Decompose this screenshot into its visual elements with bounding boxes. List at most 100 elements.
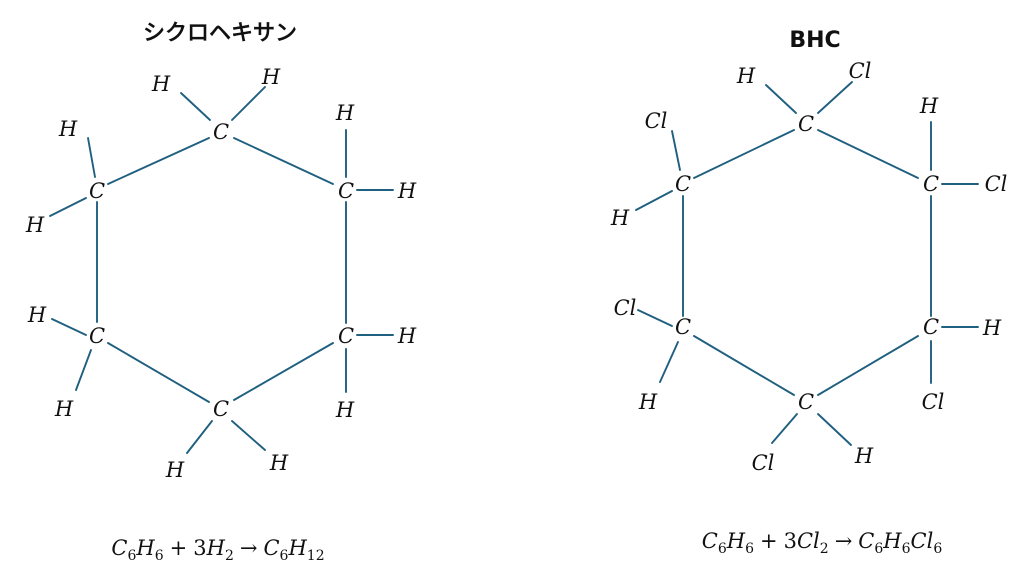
substituent-bond (637, 309, 673, 327)
eq-symbol: C (263, 536, 279, 560)
eq-arrow: → (835, 529, 853, 553)
chlorine-atom: Cl (645, 109, 668, 133)
hydrogen-atom: H (335, 398, 355, 422)
eq-subscript: 6 (127, 548, 136, 564)
ch-bond (231, 420, 266, 451)
ch-bond (186, 420, 213, 454)
cyclohexane-ring-bonds (96, 137, 347, 403)
carbon-atom: C (923, 315, 939, 339)
ring-bond (817, 335, 919, 396)
eq-subscript: 2 (225, 548, 234, 564)
hydrogen-atom: H (854, 444, 874, 468)
ring-bond (107, 137, 210, 185)
ring-bond (233, 137, 334, 185)
bhc-panel: BHC C C C (610, 28, 1008, 557)
carbon-atom: C (89, 324, 105, 348)
eq-symbol: Cl (797, 529, 820, 553)
substituent-bond (671, 130, 681, 171)
cyclohexane-equation: C6H6+3H2→C6H12 (111, 536, 324, 564)
eq-symbol: H (206, 536, 226, 560)
bhc-atoms: C C C C C C H Cl H Cl Cl H Cl H H Cl Cl … (610, 59, 1008, 475)
bhc-equation: C6H6+3Cl2→C6H6Cl6 (702, 529, 943, 557)
eq-arrow: → (240, 536, 258, 560)
eq-symbol: H (726, 529, 746, 553)
eq-symbol: H (882, 529, 902, 553)
eq-subscript: 12 (307, 548, 325, 564)
eq-subscript: 6 (155, 548, 164, 564)
hydrogen-atom: H (25, 213, 45, 237)
ch-bond (49, 197, 87, 217)
eq-plus: + (170, 536, 188, 560)
hydrogen-atom: H (397, 179, 417, 203)
chlorine-atom: Cl (752, 451, 775, 475)
hydrogen-atom: H (610, 206, 630, 230)
eq-subscript: 6 (874, 541, 883, 557)
hydrogen-atom: H (165, 458, 185, 482)
hydrogen-atom: H (982, 316, 1002, 340)
carbon-atom: C (338, 179, 354, 203)
carbon-atom: C (338, 324, 354, 348)
chlorine-atom: Cl (985, 172, 1008, 196)
carbon-atom: C (89, 179, 105, 203)
chlorine-atom: Cl (614, 296, 637, 320)
eq-subscript: 6 (280, 548, 289, 564)
ch-bond (87, 137, 96, 178)
cyclohexane-panel: シクロヘキサン C C C (25, 21, 417, 564)
hydrogen-atom: H (27, 303, 47, 327)
eq-symbol: C (702, 529, 718, 553)
hydrogen-atom: H (638, 390, 658, 414)
cyclohexane-title: シクロヘキサン (143, 21, 297, 46)
eq-subscript: 6 (933, 541, 942, 557)
ring-bond (693, 335, 795, 396)
substituent-bond (817, 81, 853, 114)
bhc-ring-bonds (682, 129, 932, 396)
substituent-bond (765, 84, 797, 114)
ch-bond (51, 318, 87, 336)
carbon-atom: C (798, 112, 814, 136)
eq-symbol: H (135, 536, 155, 560)
hydrogen-atom: H (736, 64, 756, 88)
hydrogen-atom: H (58, 117, 78, 141)
hydrogen-atom: H (261, 65, 281, 89)
hydrogen-atom: H (54, 397, 74, 421)
eq-subscript: 6 (718, 541, 727, 557)
carbon-atom: C (213, 120, 229, 144)
cyclohexane-atoms: C C C C C C H H H H H H H H H H H H (25, 65, 417, 482)
ch-bond (231, 86, 266, 121)
eq-symbol: C (858, 529, 874, 553)
eq-coefficient: 3 (784, 529, 797, 553)
bhc-substituent-bonds (635, 81, 979, 446)
ch-bond (180, 92, 211, 121)
eq-coefficient: 3 (193, 536, 206, 560)
eq-plus: + (760, 529, 778, 553)
ch-bond (75, 349, 92, 391)
hydrogen-atom: H (269, 451, 289, 475)
eq-subscript: 6 (745, 541, 754, 557)
carbon-atom: C (923, 172, 939, 196)
eq-subscript: 6 (902, 541, 911, 557)
substituent-bond (635, 190, 673, 211)
carbon-atom: C (675, 172, 691, 196)
eq-symbol: H (287, 536, 307, 560)
carbon-atom: C (213, 397, 229, 421)
eq-symbol: C (111, 536, 127, 560)
ring-bond (233, 342, 334, 401)
carbon-atom: C (798, 390, 814, 414)
hydrogen-atom: H (151, 72, 171, 96)
hydrogen-atom: H (397, 324, 417, 348)
substituent-bond (771, 413, 798, 444)
carbon-atom: C (675, 315, 691, 339)
ring-bond (107, 342, 210, 403)
hydrogen-atom: H (335, 101, 355, 125)
chlorine-atom: Cl (849, 59, 872, 83)
hydrogen-atom: H (919, 94, 939, 118)
bhc-title: BHC (789, 28, 840, 53)
chlorine-atom: Cl (922, 390, 945, 414)
substituent-bond (817, 413, 852, 446)
ring-bond (693, 129, 795, 179)
eq-symbol: Cl (911, 529, 934, 553)
eq-subscript: 2 (820, 541, 829, 557)
ring-bond (817, 129, 919, 179)
cyclohexane-ch-bonds (49, 86, 394, 454)
